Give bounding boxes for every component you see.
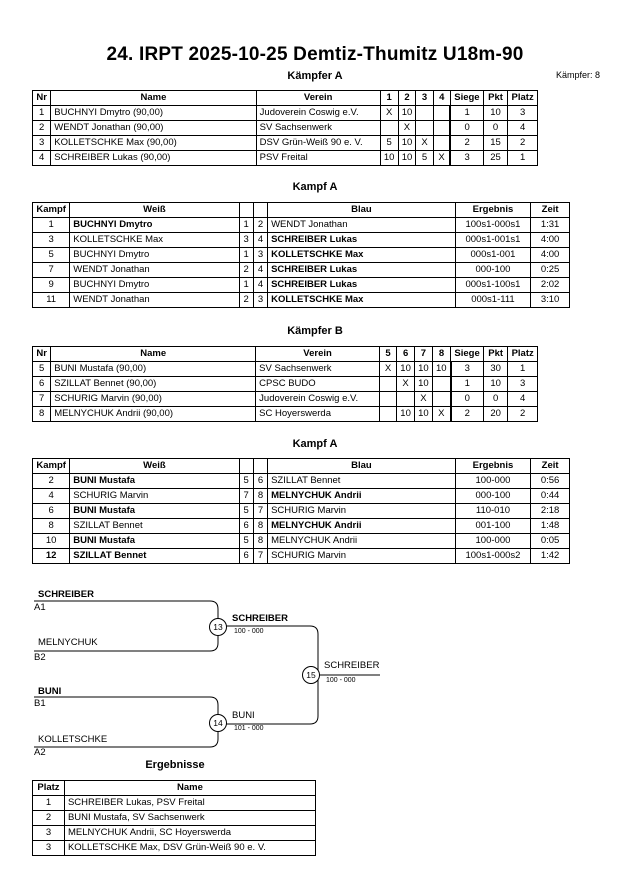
results-cell: KOLLETSCHKE Max, DSV Grün-Weiß 90 e. V. [63,840,317,856]
results-col-header: Platz [32,780,65,796]
sf1-top-seed: A1 [34,602,46,613]
fights-b-no-cell: 12 [31,548,71,564]
results-cell: 3 [32,840,65,856]
results-cell: 3 [32,825,65,841]
fights-b-no-cell: 8 [31,518,71,534]
fights-b-white-cell: SZILLAT Bennet [69,548,240,564]
pool-b-cell: 20 [482,406,509,422]
pool-a-cell: 4 [31,150,52,166]
fighter-count: Kämpfer: 8 [555,70,600,80]
sf1-top-name: SCHREIBER [38,589,94,600]
sf2-winner: BUNI [232,710,255,721]
sf2-score: 101 - 000 [234,725,264,732]
sf2-top-seed: B1 [34,698,46,709]
pool-b-cell: MELNYCHUK Andrii (90,00) [50,406,257,422]
sf1-bottom-seed: B2 [34,652,46,663]
sf2-bottom-seed: A2 [34,747,46,758]
pool-b-cell: SC Hoyerswerda [255,406,380,422]
results-cell: BUNI Mustafa, SV Sachsenwerk [63,810,317,826]
final-winner: SCHREIBER [324,660,380,671]
sf1-score: 100 - 000 [234,628,264,635]
sf1-bottom-name: MELNYCHUK [38,637,98,648]
fights-a-b-cell: 4 [252,232,269,248]
pool-a-cell: PSV Freital [255,150,381,166]
pool-a-cell: SCHREIBER Lukas (90,00) [50,150,257,166]
sf2-top-name: BUNI [38,686,62,697]
fights-b-heading: Kampf A [292,438,338,450]
results-heading: Ergebnisse [145,759,205,771]
results-cell: 1 [32,795,65,811]
fights-b-b-cell: 7 [252,548,269,564]
fight-13-number: 13 [209,618,227,636]
fights-a-result-cell: 000s1-111 [454,292,532,308]
pool-b-cell: 8 [31,406,52,422]
results-cell: SCHREIBER Lukas, PSV Freital [63,795,317,811]
sf2-bottom-name: KOLLETSCHKE [38,734,108,745]
sf1-winner: SCHREIBER [232,613,288,624]
fights-a-time-cell: 3:10 [530,292,570,308]
pool-b-heading: Kämpfer B [287,325,343,337]
pool-a-cell: 25 [482,150,509,166]
pool-a-cell: 1 [507,150,538,166]
results-cell: MELNYCHUK Andrii, SC Hoyerswerda [63,825,317,841]
fights-a-heading: Kampf A [292,181,338,193]
results-col-header: Name [63,780,317,796]
pool-b-cell: 2 [507,406,538,422]
fights-b-no-cell: 6 [31,503,71,519]
pool-a-heading: Kämpfer A [287,70,343,82]
fights-a-b-cell: 3 [252,292,269,308]
pool-b-cell: 2 [449,406,484,422]
final-score: 100 - 000 [326,677,356,684]
fights-b-time-cell: 1:42 [530,548,570,564]
fights-b-result-cell: 100s1-000s2 [454,548,532,564]
pool-a-cell: X [432,150,451,166]
pool-a-cell: 10 [379,150,399,166]
pool-a-cell: 3 [449,150,484,166]
fight-14-number: 14 [209,714,227,732]
fight-15-number: 15 [302,666,320,684]
page-title: 24. IRPT 2025-10-25 Demtiz-Thumitz U18m-… [106,44,524,65]
fights-a-no-cell: 11 [31,292,71,308]
pool-a-cell: 2 [31,120,52,136]
results-cell: 2 [32,810,65,826]
pool-b-cell [378,406,398,422]
